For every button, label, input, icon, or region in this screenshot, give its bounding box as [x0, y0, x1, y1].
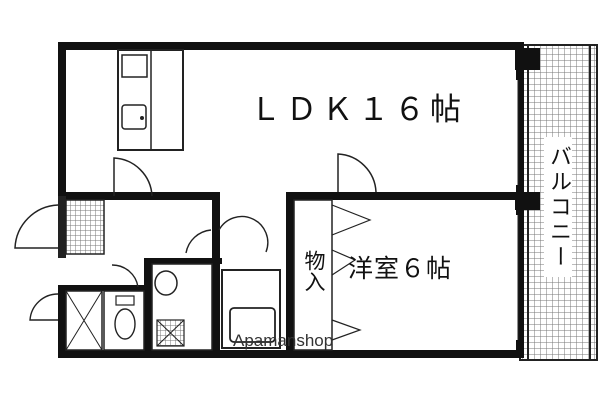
sink-drain-icon	[140, 116, 144, 120]
wall-top	[58, 42, 524, 50]
ldk-label: ＬＤＫ１６帖	[250, 92, 466, 128]
watermark-label: Apamanshop	[233, 331, 334, 350]
western-room-label: 洋室６帖	[348, 254, 453, 283]
closet-door-icon	[29, 293, 59, 321]
wall-entrance	[58, 196, 66, 258]
balcony-label: バルコニー	[544, 137, 572, 277]
wall-toilet-top	[58, 285, 150, 291]
storage-area	[293, 199, 333, 351]
door-swing-icon	[113, 157, 153, 197]
bathtub-icon	[229, 307, 276, 343]
wall-bath-right	[212, 192, 220, 358]
bath-door-icon	[218, 215, 269, 253]
wall-toilet-right	[144, 258, 152, 358]
wash-basin-icon	[154, 270, 178, 296]
windows	[514, 80, 519, 340]
toilet-room	[103, 264, 145, 351]
toilet-door-icon	[111, 264, 139, 288]
washroom-door-icon	[185, 229, 212, 254]
shoe-closet	[29, 290, 103, 351]
balcony	[515, 44, 598, 361]
wall-left-upper	[58, 42, 66, 194]
entrance-door-icon	[14, 204, 59, 249]
kitchen-sink-area	[117, 49, 152, 151]
entrance-tile	[65, 199, 105, 255]
wall-left-lower	[58, 285, 66, 358]
storage-label: 物入	[302, 250, 326, 292]
stove-icon	[121, 54, 148, 78]
wall-ldk-bottom-left	[58, 192, 214, 200]
washer-cross-icon	[156, 319, 185, 347]
wall-ldk-bottom-right	[286, 192, 520, 200]
closet-cross-icon	[65, 290, 103, 351]
western-door	[337, 153, 377, 193]
kitchen-counter	[117, 49, 184, 151]
sink-icon	[121, 104, 147, 130]
closet-door-icon	[331, 319, 362, 341]
washroom	[151, 215, 281, 351]
wall-bath-top	[144, 258, 222, 264]
ldk-door	[113, 157, 153, 197]
toilet-bowl-icon	[114, 308, 136, 340]
entrance	[14, 199, 105, 255]
toilet-tank-icon	[115, 295, 135, 306]
storage-closet	[293, 199, 372, 351]
exterior-walls	[58, 42, 524, 358]
wall-western-left	[286, 192, 294, 358]
closet-door-icon	[331, 249, 357, 276]
closet-door-icon	[331, 204, 372, 236]
door-swing-icon	[337, 153, 377, 193]
